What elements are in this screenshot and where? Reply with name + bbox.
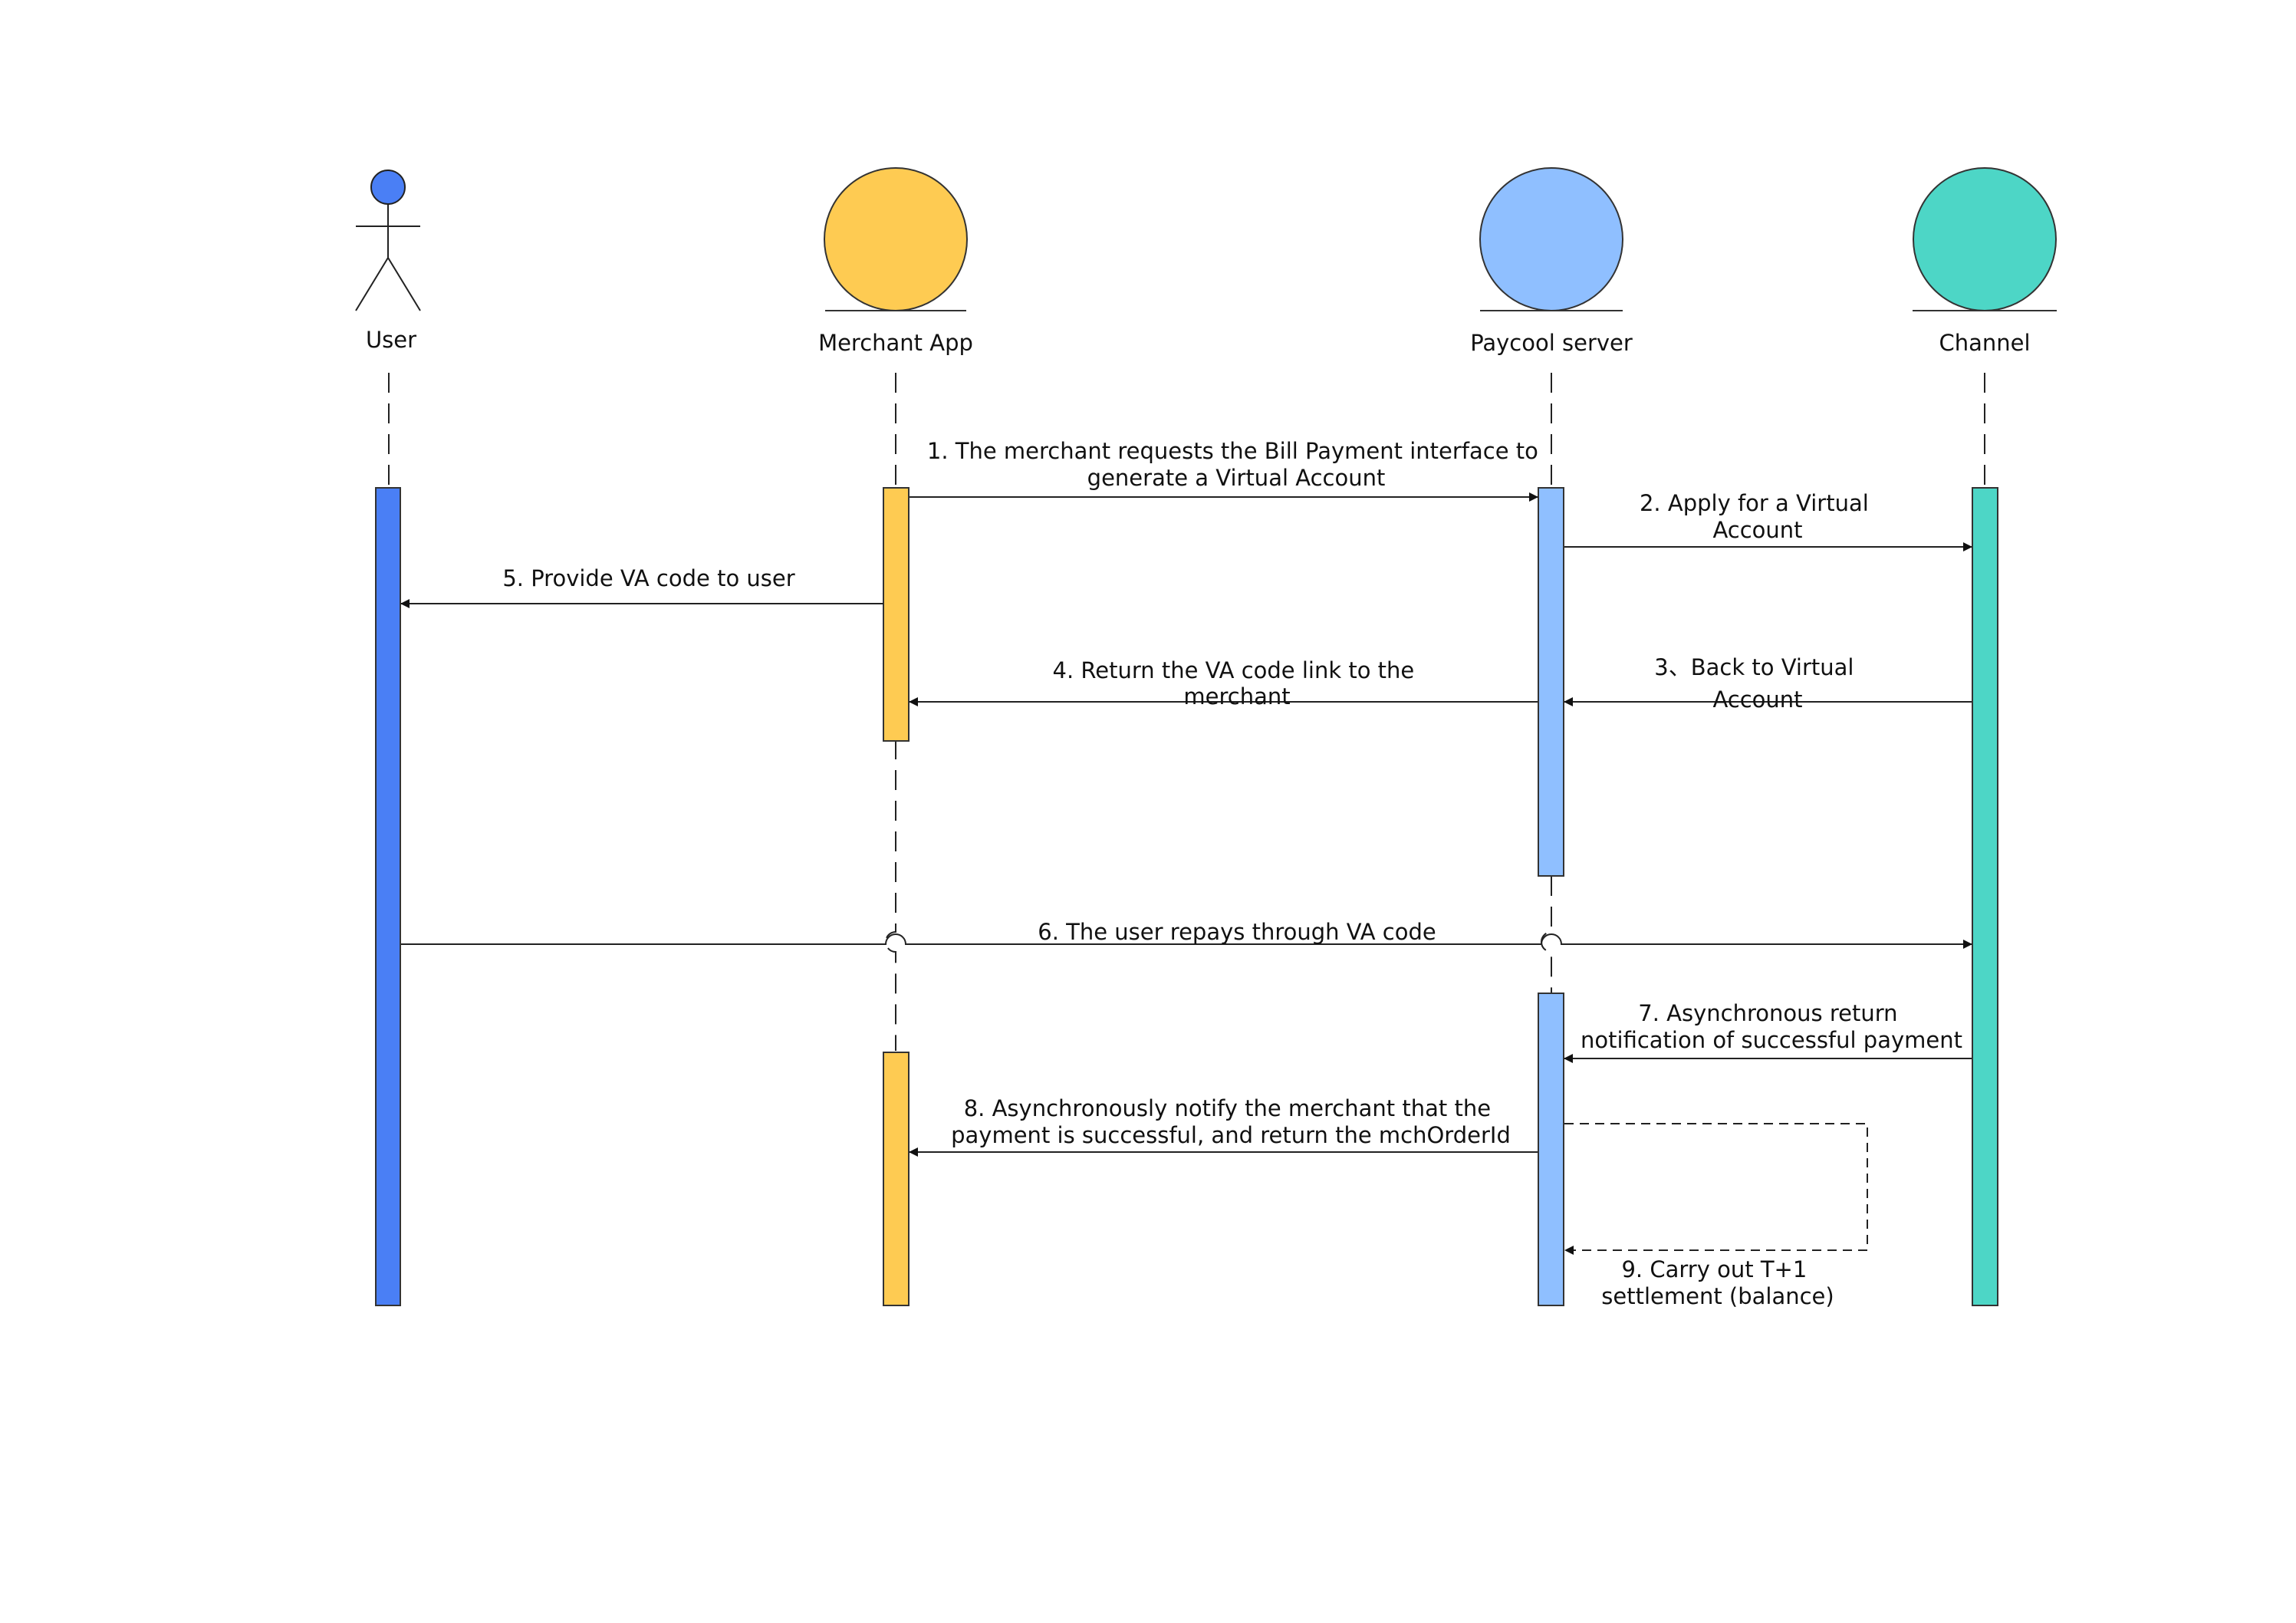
message-3-line-1: 3、Back to Virtual — [1654, 654, 1854, 680]
message-5-line-1: 5. Provide VA code to user — [502, 565, 794, 591]
message-9-label: 9. Carry out T+1 settlement (balance) — [1601, 1256, 1834, 1309]
activation-channel — [1972, 487, 1998, 1306]
activation-paycool-2 — [1538, 993, 1564, 1306]
participant-merchant-app: Merchant App — [818, 167, 973, 356]
activation-merchant-1 — [883, 487, 910, 742]
paycool-entity-circle — [1479, 167, 1623, 311]
message-4-line-2: merchant — [1183, 683, 1290, 709]
activation-user — [375, 487, 401, 1306]
user-actor-leg-right — [387, 257, 421, 311]
participant-user: User — [355, 170, 421, 353]
message-7-line-2: notification of successful payment — [1581, 1027, 1962, 1053]
activation-merchant-2 — [883, 1052, 910, 1306]
message-6-line-1: 6. The user repays through VA code — [1038, 919, 1436, 945]
message-3-label: 3、Back to Virtual Account — [1654, 654, 1860, 713]
participant-label-paycool-server: Paycool server — [1470, 330, 1633, 356]
message-5-label: 5. Provide VA code to user — [502, 565, 794, 591]
participant-paycool-server: Paycool server — [1470, 167, 1633, 356]
message-7-label: 7. Asynchronous return notification of s… — [1581, 1000, 1962, 1053]
message-4-label: 4. Return the VA code link to the mercha… — [1053, 657, 1422, 709]
message-9-line-2: settlement (balance) — [1601, 1283, 1834, 1309]
message-3-line-2: Account — [1712, 686, 1802, 713]
message-9-arrow — [1564, 1123, 1868, 1255]
participant-label-user: User — [366, 327, 416, 353]
message-8-label: 8. Asynchronously notify the merchant th… — [951, 1095, 1511, 1148]
participant-label-channel: Channel — [1939, 330, 2030, 356]
participant-label-merchant-app: Merchant App — [818, 330, 973, 356]
activation-paycool-1 — [1538, 487, 1564, 877]
message-9-line-1: 9. Carry out T+1 — [1621, 1256, 1807, 1282]
merchant-entity-circle — [824, 167, 968, 311]
user-actor-head — [370, 170, 406, 205]
message-4-line-1: 4. Return the VA code link to the — [1053, 657, 1415, 683]
participant-channel: Channel — [1913, 167, 2057, 356]
message-1-line-2: generate a Virtual Account — [1087, 465, 1386, 491]
lifeline-merchant-app — [885, 373, 896, 1051]
message-2-label: 2. Apply for a Virtual Account — [1640, 490, 1876, 543]
message-1-label: 1. The merchant requests the Bill Paymen… — [927, 438, 1545, 491]
message-2-line-1: 2. Apply for a Virtual — [1640, 490, 1869, 516]
message-8-line-1: 8. Asynchronously notify the merchant th… — [964, 1095, 1491, 1121]
message-1-line-1: 1. The merchant requests the Bill Paymen… — [927, 438, 1538, 464]
message-6-arrow — [401, 933, 1972, 949]
channel-entity-circle — [1913, 167, 2057, 311]
message-7-line-1: 7. Asynchronous return — [1638, 1000, 1897, 1026]
message-8-line-2: payment is successful, and return the mc… — [951, 1122, 1511, 1148]
user-actor-leg-left — [355, 257, 389, 311]
message-2-line-2: Account — [1712, 517, 1802, 543]
message-6-label: 6. The user repays through VA code — [1038, 919, 1436, 945]
